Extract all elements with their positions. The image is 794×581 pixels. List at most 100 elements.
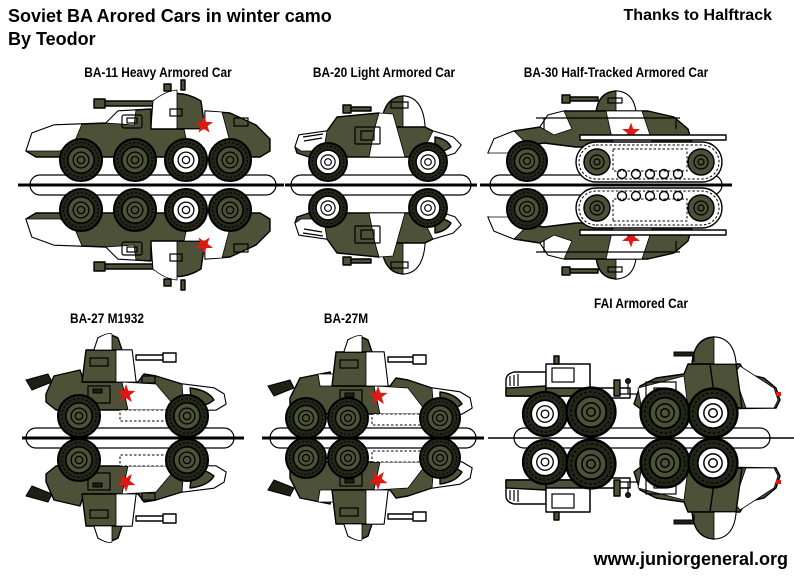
rear-mudguard <box>267 379 295 397</box>
gun-barrel <box>135 354 165 361</box>
website-url: www.juniorgeneral.org <box>593 549 788 569</box>
hood-louvres <box>302 133 324 142</box>
ba20-figure <box>285 95 477 285</box>
unit-label-ba11: BA-11 Heavy Armored Car <box>84 65 232 80</box>
ba20-vehicle-side-view <box>294 95 462 182</box>
antenna-post <box>180 79 186 91</box>
vision-slit <box>126 117 138 124</box>
tractor-window <box>551 367 575 383</box>
door-slit <box>360 130 375 141</box>
cab-camo-patch <box>539 110 573 136</box>
road-wheel <box>616 168 628 180</box>
driver-visor <box>141 375 156 384</box>
turret-camo-patch <box>365 351 389 387</box>
idler-hub <box>593 158 601 166</box>
ba11-vehicle-mirrored <box>26 189 270 290</box>
ba11-vehicle-side-view <box>25 79 271 183</box>
track-skirt-panel <box>612 148 688 172</box>
unit-label-ba27m: BA-27M <box>323 311 369 326</box>
gun-barrel <box>567 96 599 102</box>
side-door <box>87 385 111 404</box>
wheel <box>308 142 348 182</box>
fai-figure <box>488 336 794 546</box>
cab-camo-patch <box>105 109 137 126</box>
wheel <box>521 390 569 438</box>
wheel <box>565 386 617 438</box>
idler-ring <box>589 154 605 170</box>
wheel <box>112 137 158 183</box>
side-hatch <box>121 114 143 129</box>
door-handle <box>92 388 103 394</box>
gun-barrel <box>101 100 159 107</box>
sprocket-ring <box>693 154 709 170</box>
wheel <box>408 142 448 182</box>
ba30-figure <box>480 90 732 285</box>
fai-vehicle-side-view <box>505 336 781 439</box>
ba20-vehicle-mirrored <box>295 189 461 274</box>
wheel <box>163 137 209 183</box>
wheel <box>285 397 327 439</box>
running-board <box>371 413 421 426</box>
side-door <box>354 126 381 145</box>
unit-label-ba20: BA-20 Light Armored Car <box>312 65 456 80</box>
wheel <box>639 387 691 439</box>
ba30-vehicle-side-view <box>487 90 727 183</box>
page-title: Soviet BA Arored Cars in winter camo By … <box>8 5 332 51</box>
ba27m-vehicle-side-view <box>267 335 473 439</box>
ba27m-vehicle-mirrored <box>268 438 472 541</box>
ba27-m1932-figure <box>22 333 244 546</box>
gun-muzzle <box>412 354 427 365</box>
ba30-vehicle-mirrored <box>488 188 726 279</box>
tractor-exhaust <box>553 355 560 365</box>
unit-label-fai: FAI Armored Car <box>594 296 688 311</box>
title-line-2: By Teodor <box>8 29 96 49</box>
track-sprocket <box>687 148 715 176</box>
sprocket-hub <box>697 158 705 166</box>
tail-light <box>776 392 781 396</box>
track-idler <box>583 148 611 176</box>
gun-muzzle <box>93 98 106 109</box>
title-line-1: Soviet BA Arored Cars in winter camo <box>8 6 332 26</box>
wheel <box>56 393 102 439</box>
road-wheel <box>644 168 656 180</box>
fai-vehicle-mirrored <box>506 439 781 539</box>
ba11-figure <box>18 79 284 285</box>
stowage-box <box>233 117 249 127</box>
cupola-camo-patch <box>343 335 363 353</box>
wheel <box>58 137 104 183</box>
gun-muzzle <box>561 94 571 104</box>
cupola-camo-patch <box>93 333 113 351</box>
track-fender <box>579 134 727 141</box>
gun-muzzle <box>162 352 177 363</box>
hitch-post <box>613 379 621 397</box>
wheel <box>207 137 253 183</box>
gun-barrel <box>387 356 415 363</box>
turret-hatch <box>390 101 409 109</box>
road-wheel <box>672 168 684 180</box>
gun-muzzle <box>342 104 352 114</box>
hull-camo-band <box>368 112 406 158</box>
ba27m-figure <box>262 335 484 546</box>
credit-text: Thanks to Halftrack <box>623 7 772 24</box>
unit-label-ba27: BA-27 M1932 <box>70 311 144 326</box>
wheel <box>506 140 548 182</box>
running-board <box>119 409 171 422</box>
unit-label-ba30: BA-30 Half-Tracked Armored Car <box>523 65 709 80</box>
turret-camo-patch <box>615 90 637 114</box>
handrail <box>536 117 680 130</box>
ba27-m1932-vehicle-side-view <box>25 333 227 439</box>
turret-hatch-knob <box>163 83 172 92</box>
turret-camo-patch <box>115 349 137 383</box>
turret-slit <box>169 108 183 117</box>
turret-slit <box>339 359 359 369</box>
mg-barrel <box>673 351 695 357</box>
hitch-lever-knob <box>625 378 631 384</box>
wheel <box>327 397 369 439</box>
ba27-m1932-vehicle-mirrored <box>26 439 226 543</box>
wheel <box>687 387 739 439</box>
wheel <box>419 397 461 439</box>
road-wheel <box>630 168 642 180</box>
wheel <box>164 393 210 439</box>
tractor-grille <box>509 374 519 386</box>
